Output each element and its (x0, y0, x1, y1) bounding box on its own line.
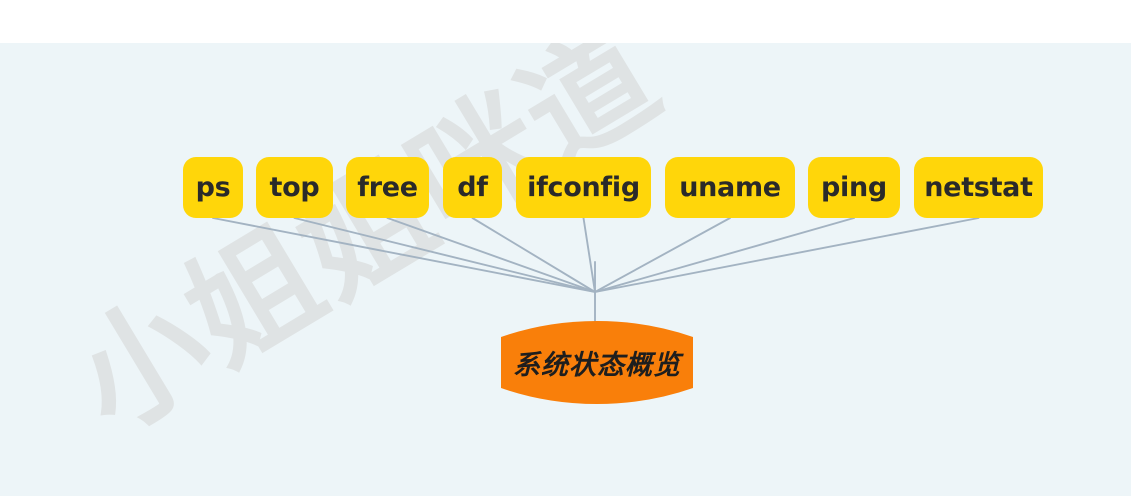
leaf-node-label: df (457, 172, 488, 203)
leaf-node-label: netstat (924, 172, 1033, 203)
center-node[interactable]: 系统状态概览 (487, 319, 707, 406)
leaf-node-label: top (269, 172, 320, 203)
leaf-node-label: uname (679, 172, 781, 203)
leaf-node-top[interactable]: top (256, 157, 333, 218)
leaf-node-ifconfig[interactable]: ifconfig (516, 157, 651, 218)
leaf-node-ps[interactable]: ps (183, 157, 243, 218)
leaf-node-label: ping (821, 172, 887, 203)
leaf-node-label: free (357, 172, 418, 203)
leaf-node-df[interactable]: df (443, 157, 502, 218)
leaf-node-uname[interactable]: uname (665, 157, 795, 218)
leaf-node-label: ifconfig (527, 172, 640, 203)
leaf-node-label: ps (195, 172, 231, 203)
top-header-band (0, 0, 1131, 43)
center-node-label: 系统状态概览 (513, 350, 681, 381)
leaf-node-netstat[interactable]: netstat (914, 157, 1043, 218)
leaf-node-free[interactable]: free (346, 157, 429, 218)
leaf-node-ping[interactable]: ping (808, 157, 900, 218)
center-node-shape (501, 321, 693, 404)
